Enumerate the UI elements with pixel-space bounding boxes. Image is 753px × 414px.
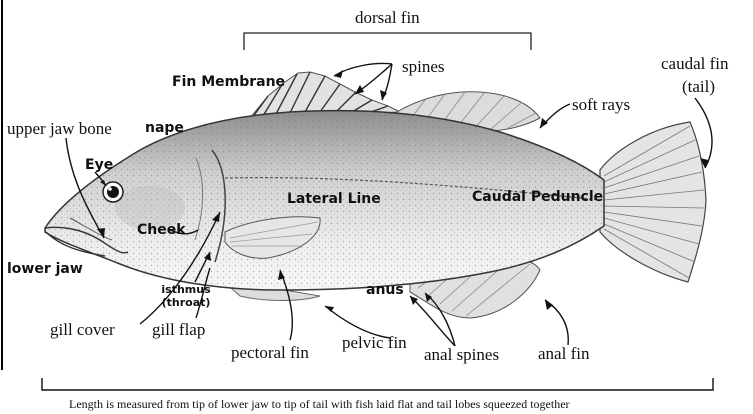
label-anus: anus <box>366 283 404 297</box>
label-lower-jaw: lower jaw <box>7 262 83 276</box>
label-dorsal-fin: dorsal fin <box>355 9 420 26</box>
label-anal-spines: anal spines <box>424 346 499 363</box>
label-anal-fin: anal fin <box>538 345 589 362</box>
length-caption: Length is measured from tip of lower jaw… <box>69 398 570 410</box>
label-tail: (tail) <box>682 78 715 95</box>
label-caudal-peduncle: Caudal Peduncle <box>472 190 603 204</box>
label-lateral-line: Lateral Line <box>287 192 381 206</box>
label-gill-cover: gill cover <box>50 321 115 338</box>
label-soft-rays: soft rays <box>572 96 630 113</box>
label-cheek: Cheek <box>137 223 186 237</box>
label-pelvic-fin: pelvic fin <box>342 334 407 351</box>
label-spines: spines <box>402 58 445 75</box>
label-caudal-fin: caudal fin <box>661 55 729 72</box>
label-isthmus: isthmus (throat) <box>151 284 221 309</box>
label-gill-flap: gill flap <box>152 321 205 338</box>
label-pectoral-fin: pectoral fin <box>231 344 309 361</box>
dorsal-fin-bracket <box>244 33 531 50</box>
label-isthmus-word: isthmus <box>151 284 221 297</box>
caudal-fin-shape <box>600 122 706 282</box>
label-nape: nape <box>145 121 184 135</box>
label-upper-jaw-bone: upper jaw bone <box>7 120 112 137</box>
label-throat: (throat) <box>151 297 221 310</box>
label-eye: Eye <box>85 158 113 172</box>
label-fin-membrane: Fin Membrane <box>172 75 285 89</box>
